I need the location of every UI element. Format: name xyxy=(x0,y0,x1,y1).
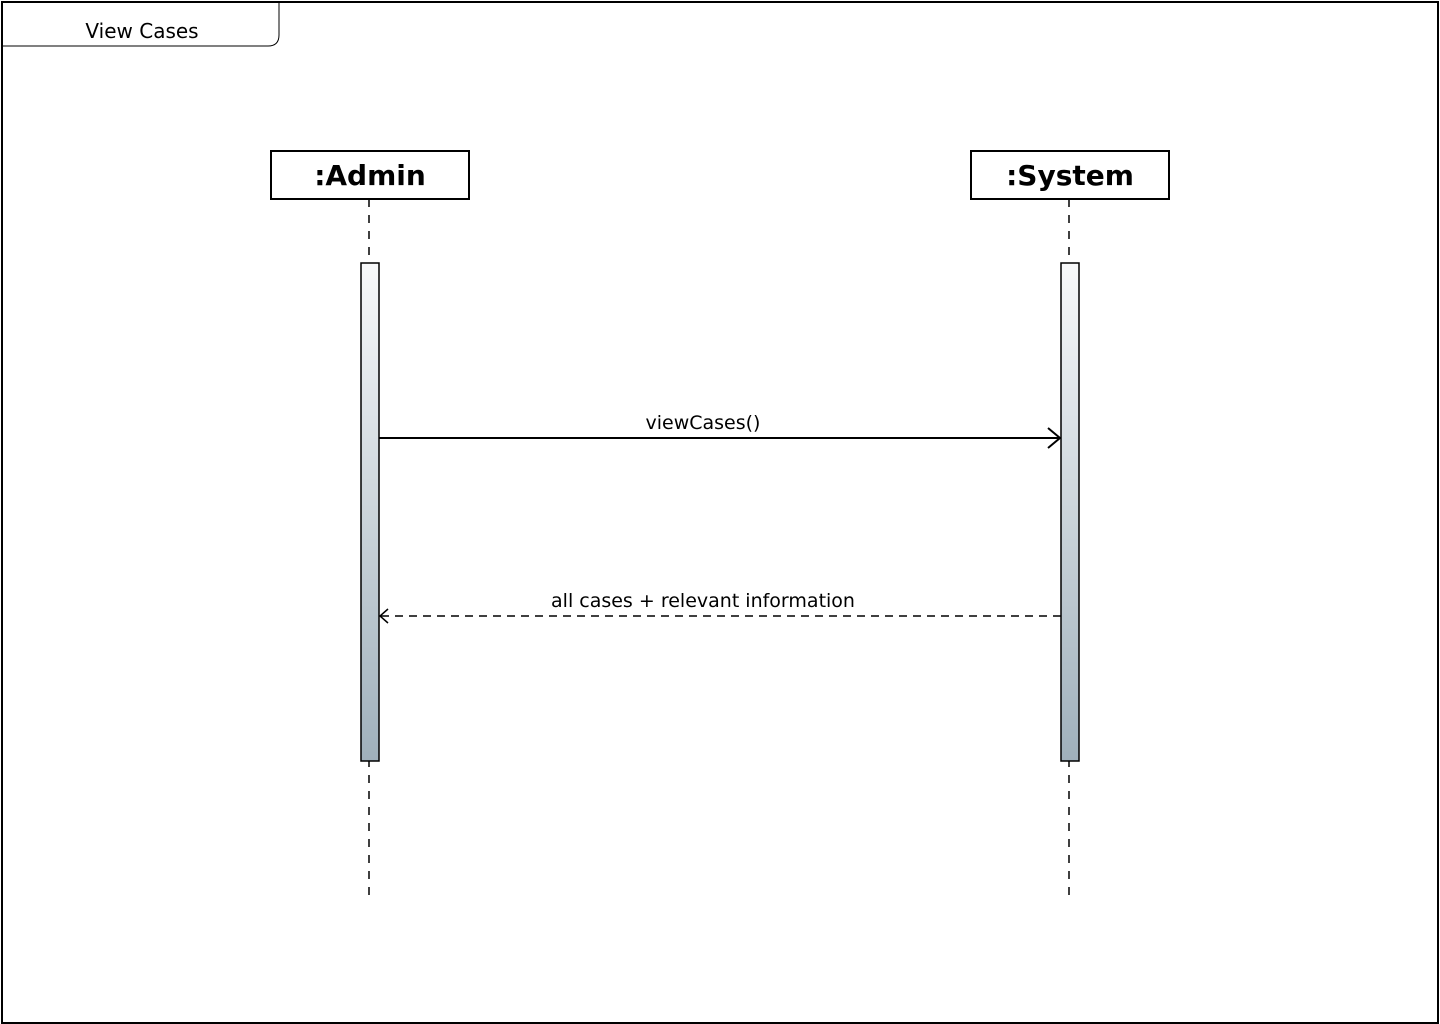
lifeline-head-system xyxy=(970,150,1170,200)
message-label-viewcases: viewCases() xyxy=(646,412,761,434)
activation-bar-admin xyxy=(360,262,380,762)
lifeline-label-system: :System xyxy=(1006,159,1134,192)
activation-bar-system xyxy=(1060,262,1080,762)
frame-title-tab xyxy=(3,3,280,47)
frame-title: View Cases xyxy=(85,19,198,43)
message-arrowhead-return xyxy=(378,608,389,624)
message-arrowhead-viewcases xyxy=(1047,427,1062,449)
lifeline-label-admin: :Admin xyxy=(314,159,426,192)
message-label-return: all cases + relevant information xyxy=(551,590,855,612)
lifeline-head-admin xyxy=(270,150,470,200)
